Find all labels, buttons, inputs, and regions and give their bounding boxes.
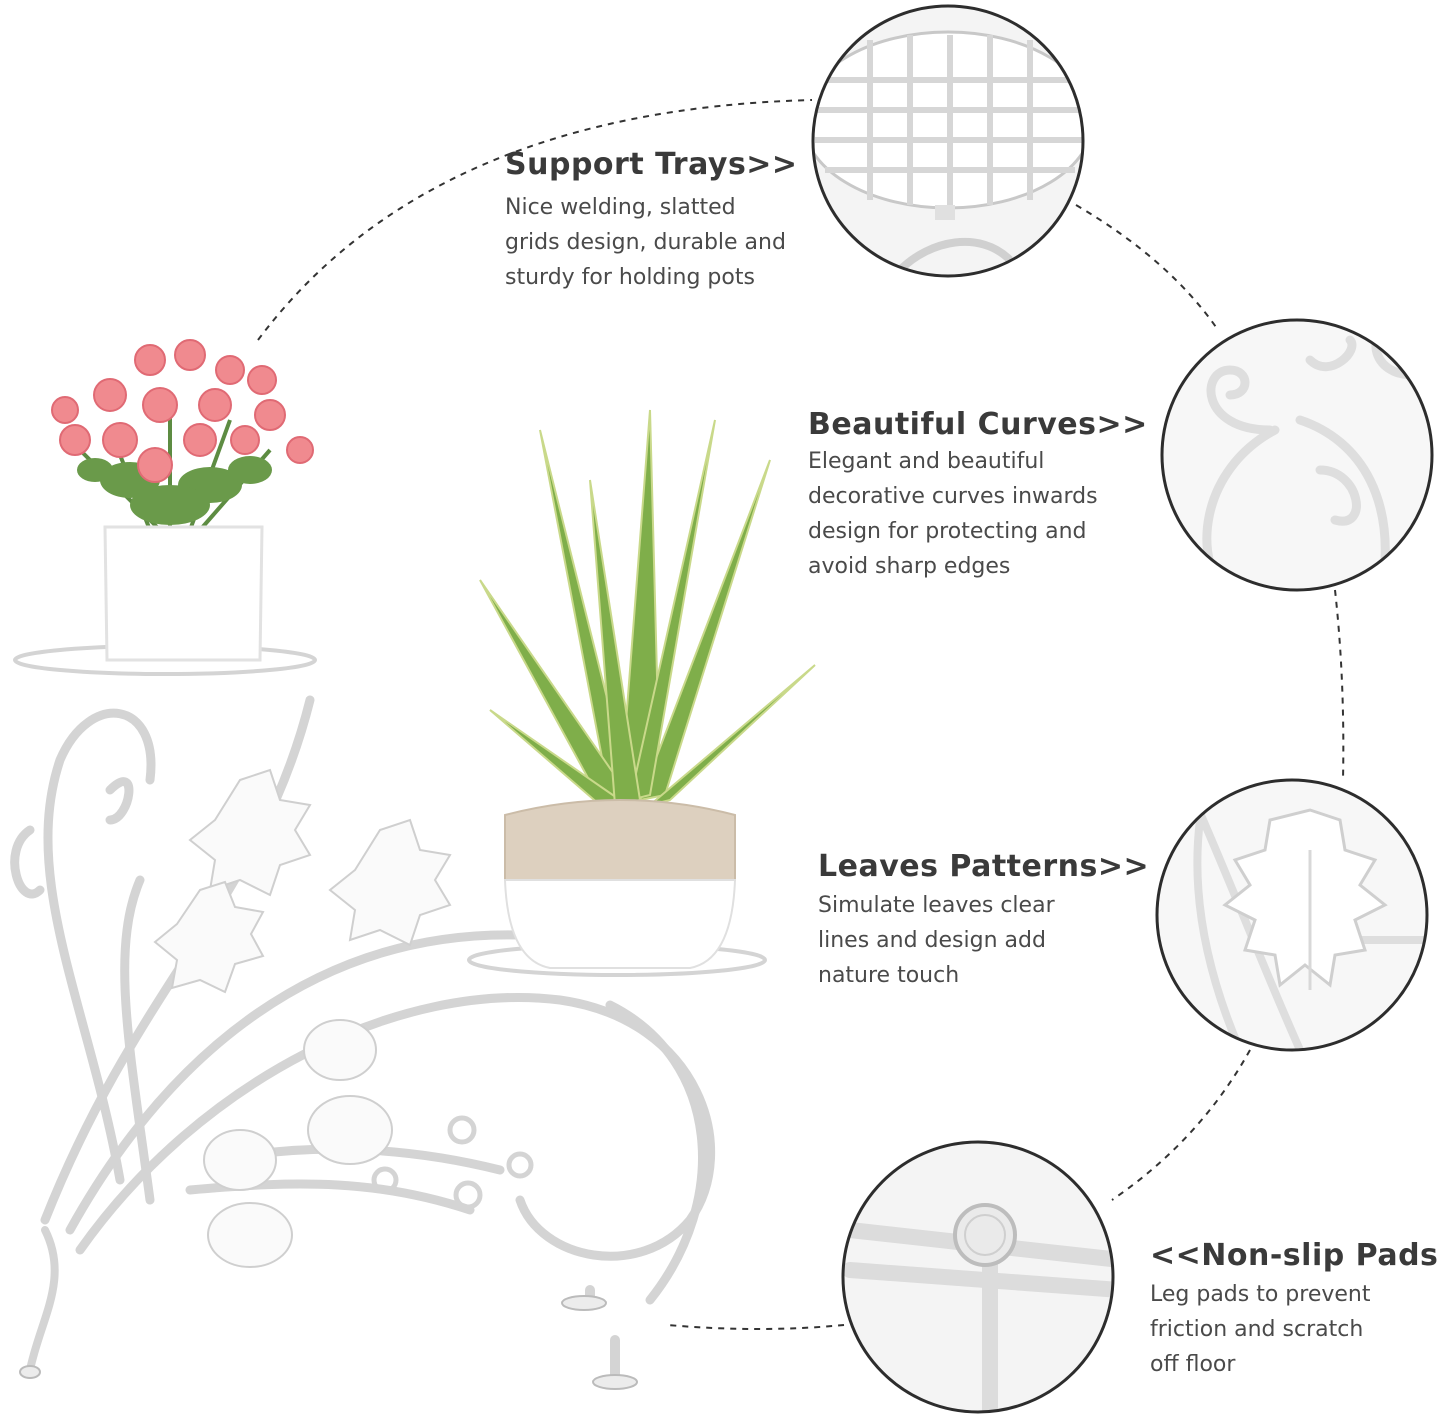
description-line: avoid sharp edges <box>808 554 1011 579</box>
description-line: grids design, durable and <box>505 230 786 255</box>
feature-non-slip-pads: <<Non-slip Pads Leg pads to prevent fric… <box>1150 1238 1438 1382</box>
description-line: Elegant and beautiful <box>808 449 1045 474</box>
dashed-connector <box>257 99 1345 1330</box>
feature-leaves-patterns: Leaves Patterns>> Simulate leaves clear … <box>818 849 1149 993</box>
description-line: Simulate leaves clear <box>818 893 1055 918</box>
description-line: Nice welding, slatted <box>505 195 736 220</box>
flower-pot-image <box>51 339 314 662</box>
agave-pot-image <box>479 409 816 969</box>
feature-title: Leaves Patterns>> <box>818 849 1150 884</box>
feature-support-trays: Support Trays>> Nice welding, slatted gr… <box>505 147 798 295</box>
description-line: friction and scratch <box>1150 1317 1364 1342</box>
description-line: decorative curves inwards <box>808 484 1098 509</box>
leaf-detail-image <box>1155 778 1429 1052</box>
feature-description: Simulate leaves clear lines and design a… <box>818 888 1149 993</box>
description-line: off floor <box>1150 1352 1236 1377</box>
feature-description: Elegant and beautiful decorative curves … <box>808 444 1148 584</box>
feature-description: Leg pads to prevent friction and scratch… <box>1150 1277 1438 1382</box>
feature-description: Nice welding, slatted grids design, dura… <box>505 190 798 295</box>
description-line: nature touch <box>818 963 960 988</box>
curve-detail-image <box>1160 318 1434 592</box>
pad-detail-image <box>841 1140 1115 1414</box>
feature-title: Beautiful Curves>> <box>808 407 1148 442</box>
feature-title: Support Trays>> <box>505 147 798 182</box>
description-line: lines and design add <box>818 928 1046 953</box>
leaf-decorations <box>153 768 452 1268</box>
description-line: Leg pads to prevent <box>1150 1282 1371 1307</box>
feature-title: <<Non-slip Pads <box>1150 1238 1439 1273</box>
description-line: design for protecting and <box>808 519 1087 544</box>
description-line: sturdy for holding pots <box>505 265 755 290</box>
tray-detail-image <box>811 4 1085 278</box>
feature-beautiful-curves: Beautiful Curves>> Elegant and beautiful… <box>808 407 1148 584</box>
